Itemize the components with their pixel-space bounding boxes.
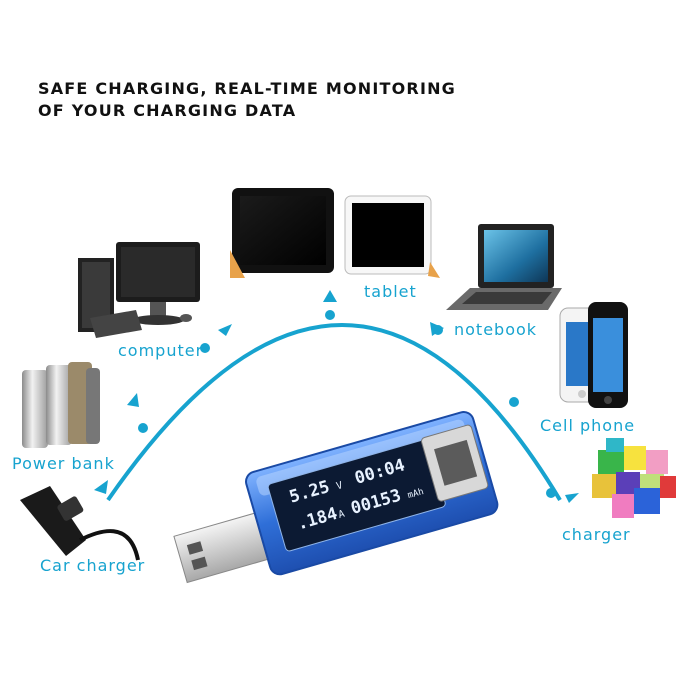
- current-unit: A: [337, 509, 346, 521]
- power-bank-image: [22, 362, 100, 448]
- connection-arc: [106, 323, 562, 502]
- usb-tester-device: [173, 411, 499, 584]
- headline: SAFE CHARGING, REAL-TIME MONITORING OF Y…: [38, 78, 456, 122]
- headline-line-1: SAFE CHARGING, REAL-TIME MONITORING: [38, 79, 457, 98]
- notebook-image: [446, 224, 562, 310]
- computer-image: [78, 242, 200, 338]
- label-car-charger: Car charger: [40, 556, 146, 575]
- cell-phone-image: [559, 302, 628, 408]
- label-cell-phone: Cell phone: [540, 416, 636, 435]
- headline-line-2: OF YOUR CHARGING DATA: [38, 101, 297, 120]
- label-charger: charger: [562, 525, 631, 544]
- voltage-unit: V: [335, 480, 344, 492]
- tablet-image: [230, 188, 440, 278]
- connection-arrows: [94, 290, 579, 503]
- charger-image: [592, 438, 676, 518]
- label-notebook: notebook: [454, 320, 538, 339]
- label-tablet: tablet: [364, 282, 417, 301]
- label-computer: computer: [118, 341, 204, 360]
- capacity-unit: mAh: [407, 487, 425, 501]
- car-charger-image: [20, 486, 140, 561]
- label-power-bank: Power bank: [12, 454, 115, 473]
